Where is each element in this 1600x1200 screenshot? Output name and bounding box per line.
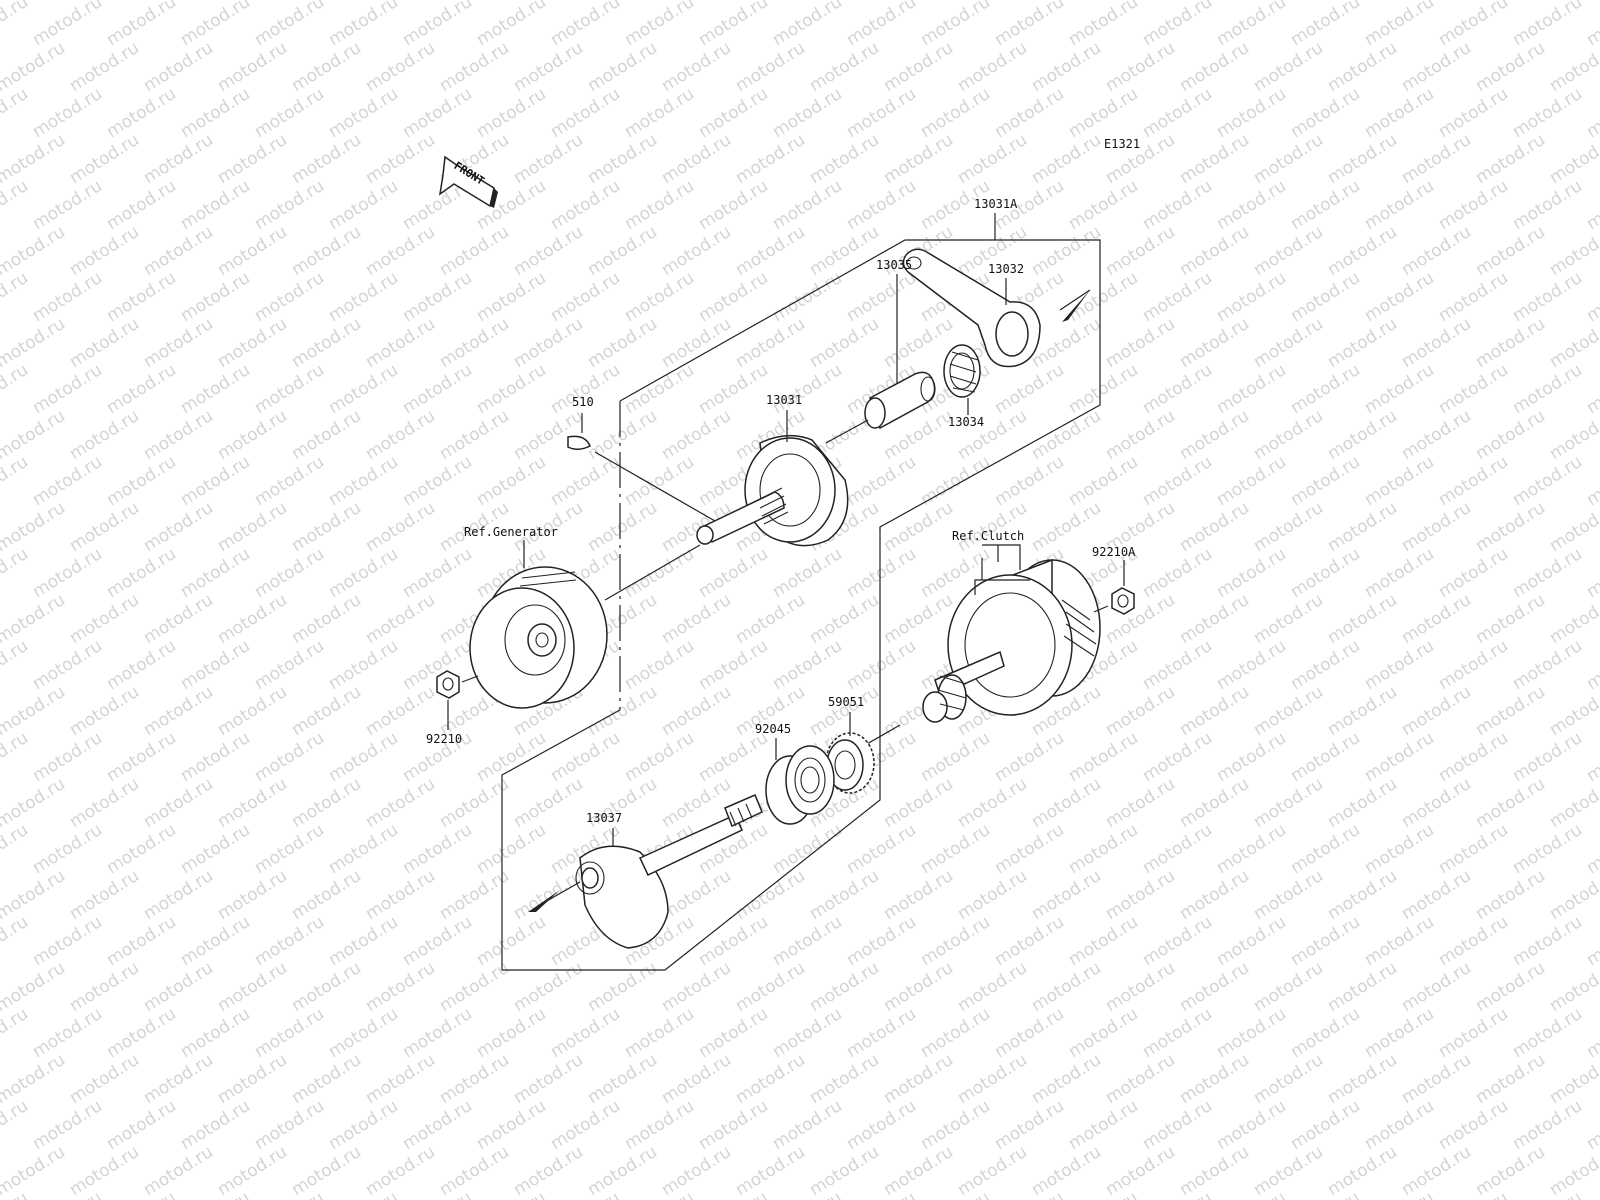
callout-13034: 13034 (948, 415, 984, 429)
front-arrow-icon: FRONT (438, 155, 498, 208)
callout-13031A: 13031A (974, 197, 1018, 211)
callout-13032: 13032 (988, 262, 1024, 276)
nut-92210A (1093, 587, 1135, 615)
callout-92210: 92210 (426, 732, 462, 746)
clutch-assembly (859, 558, 1101, 749)
diagram-code: E1321 (1104, 137, 1140, 151)
callout-ref-generator: Ref.Generator (464, 525, 558, 539)
ball-bearing-92045 (765, 745, 835, 825)
needle-bearing-13034 (943, 344, 981, 398)
callout-ref-clutch: Ref.Clutch (952, 529, 1024, 543)
callout-92045: 92045 (755, 722, 791, 736)
callout-13037: 13037 (586, 811, 622, 825)
callout-13035: 13035 (876, 258, 912, 272)
woodruff-key-510 (567, 435, 716, 522)
callout-59051: 59051 (828, 695, 864, 709)
bracket-lower (501, 527, 881, 971)
crank-pin-13035 (864, 371, 936, 430)
crankshaft-half-13031 (696, 419, 869, 547)
nut-92210 (436, 670, 479, 699)
generator-rotor (469, 544, 701, 709)
callout-510: 510 (572, 395, 594, 409)
gear-59051 (825, 732, 875, 794)
callout-13031: 13031 (766, 393, 802, 407)
callout-92210A: 92210A (1092, 545, 1136, 559)
crankshaft-half-13037 (528, 794, 763, 949)
connecting-rod-13032 (902, 248, 1091, 368)
